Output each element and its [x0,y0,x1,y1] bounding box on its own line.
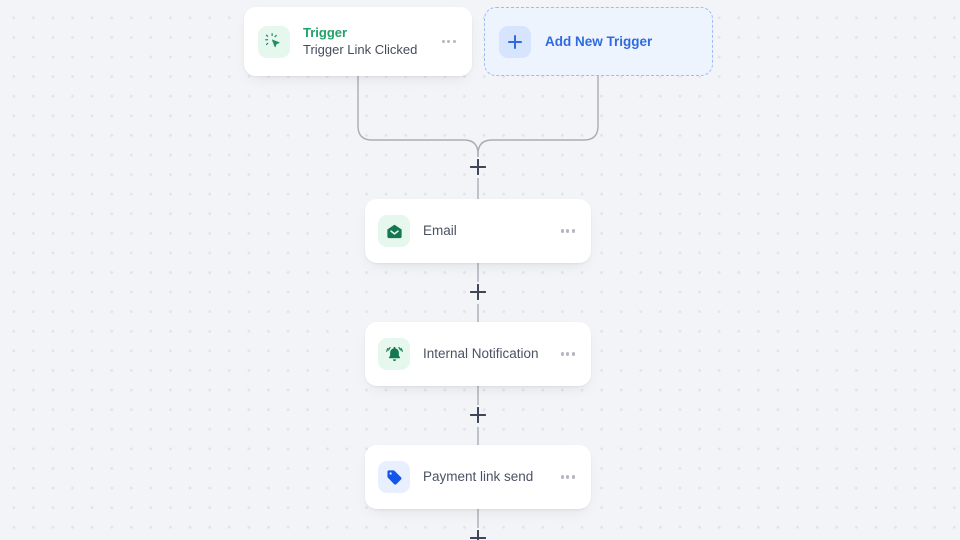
payment-link-send-node[interactable]: Payment link send [365,445,591,509]
plus-icon [499,25,531,58]
add-new-trigger-label: Add New Trigger [545,34,653,49]
trigger-title: Trigger [303,24,348,40]
open-envelope-icon [378,215,410,247]
add-new-trigger-button[interactable]: Add New Trigger [484,7,713,76]
add-step-after-email-button[interactable] [467,281,489,303]
add-step-after-trigger-button[interactable] [467,156,489,178]
add-step-after-payment-link-send-button[interactable] [467,527,489,540]
internal-notification-node-text: Internal Notification [423,346,546,363]
trigger-subtitle: Trigger Link Clicked [303,42,418,58]
payment-link-send-node-text: Payment link send [423,469,546,486]
internal-notification-node[interactable]: Internal Notification [365,322,591,386]
bell-ringing-icon [378,338,410,370]
cursor-click-icon [258,25,290,58]
email-node[interactable]: Email [365,199,591,263]
trigger-node-text: Trigger Trigger Link Clicked [303,24,427,60]
price-tag-icon [378,461,410,493]
email-more-options-icon[interactable] [559,223,577,238]
add-step-after-internal-notification-button[interactable] [467,404,489,426]
trigger-node[interactable]: Trigger Trigger Link Clicked [244,7,472,76]
internal-notification-more-options-icon[interactable] [559,346,577,361]
email-node-label: Email [423,222,457,238]
email-node-text: Email [423,223,546,240]
payment-link-send-more-options-icon[interactable] [559,469,577,484]
trigger-more-options-icon[interactable] [440,34,458,49]
internal-notification-node-label: Internal Notification [423,345,539,361]
payment-link-send-node-label: Payment link send [423,468,534,484]
